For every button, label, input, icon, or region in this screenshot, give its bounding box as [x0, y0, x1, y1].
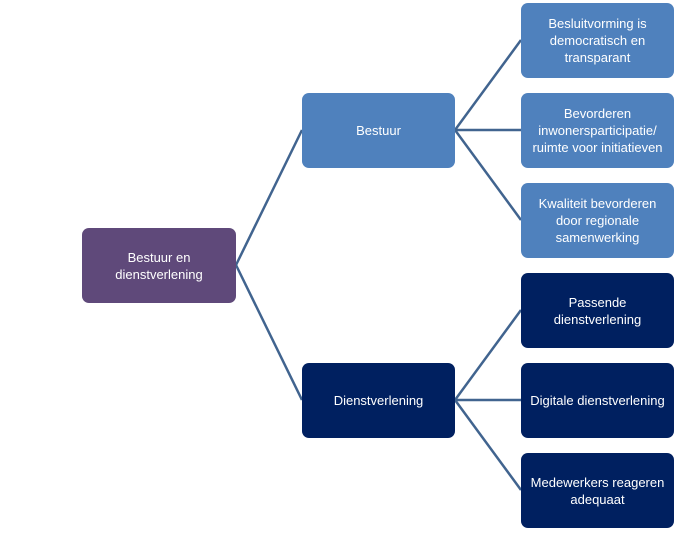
leaf-node-label: Medewerkers reageren adequaat	[530, 474, 665, 507]
leaf-node-label: Digitale dienstverlening	[530, 393, 665, 408]
leaf-node-passende-dienstverlening: Passende dienstverlening	[521, 273, 674, 348]
leaf-node-medewerkers-reageren: Medewerkers reageren adequaat	[521, 453, 674, 528]
leaf-node-inwonersparticipatie: Bevorderen inwonersparticipatie/ ruimte …	[521, 93, 674, 168]
root-node: Bestuur en dienstverlening	[82, 228, 236, 303]
leaf-node-digitale-dienstverlening: Digitale dienstverlening	[521, 363, 674, 438]
connector-bestuur-to-leaf-1	[453, 39, 523, 131]
connector-root-to-bestuur	[234, 129, 304, 266]
connector-dienstverlening-to-leaf-3	[453, 399, 523, 491]
root-node-label: Bestuur en dienstverlening	[115, 249, 203, 282]
branch-node-label: Dienstverlening	[333, 393, 424, 408]
connector-dienstverlening-to-leaf-1	[453, 309, 523, 401]
leaf-node-label: Besluitvorming is democratisch en transp…	[548, 16, 647, 65]
connector-root-to-dienstverlening	[234, 264, 304, 401]
connector-bestuur-to-leaf-3	[453, 129, 523, 221]
leaf-node-regionale-samenwerking: Kwaliteit bevorderen door regionale same…	[521, 183, 674, 258]
branch-node-dienstverlening: Dienstverlening	[302, 363, 455, 438]
leaf-node-label: Passende dienstverlening	[553, 294, 642, 327]
branch-node-label: Bestuur	[356, 123, 401, 138]
leaf-node-label: Kwaliteit bevorderen door regionale same…	[538, 196, 657, 245]
leaf-node-label: Bevorderen inwonersparticipatie/ ruimte …	[532, 106, 663, 155]
leaf-node-besluitvorming: Besluitvorming is democratisch en transp…	[521, 3, 674, 78]
branch-node-bestuur: Bestuur	[302, 93, 455, 168]
